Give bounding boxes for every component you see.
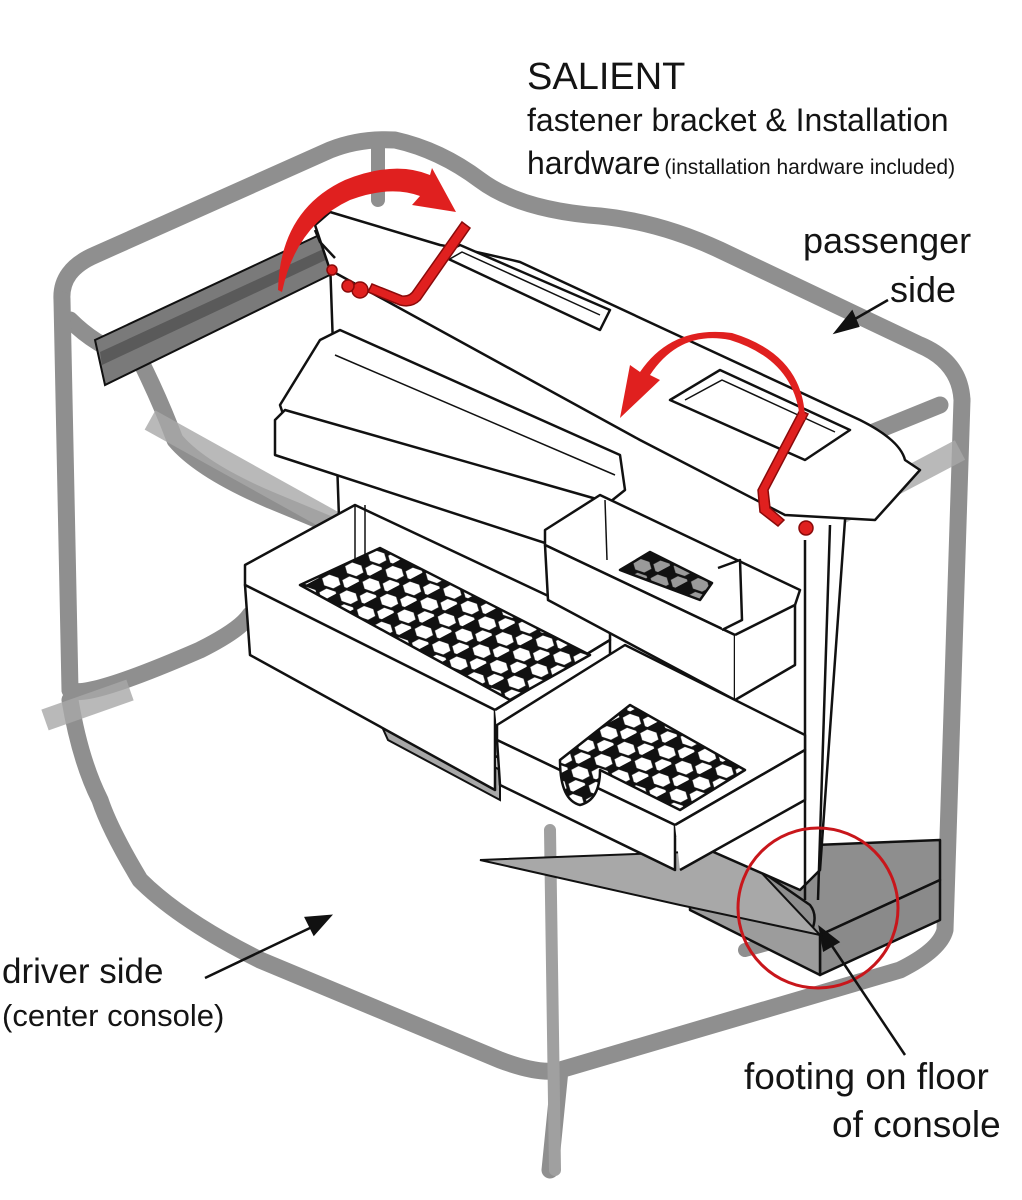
footing-label-line2: of console [832, 1104, 1001, 1145]
frame-left-back [53, 291, 79, 699]
driver-side-label-line2: (center console) [2, 998, 225, 1033]
footing-label-line1: footing on floor [744, 1056, 989, 1097]
driver-side-label-line1: driver side [2, 952, 164, 991]
callout-arrows [204, 298, 907, 1056]
product-subtitle-line2: hardware(installation hardware included) [527, 147, 955, 179]
long-bin [243, 503, 612, 792]
passenger-side-label-line1: passenger [803, 220, 972, 261]
frame-back-top [53, 131, 971, 409]
small-upper-bin-liner [618, 550, 714, 602]
bolt-right [798, 520, 814, 536]
hex-key-left [326, 220, 472, 307]
frame-left-bottom [61, 691, 569, 1080]
frame-right-front [541, 391, 971, 1179]
footing-highlight-circle [736, 826, 900, 990]
subtitle-hardware-text: hardware [527, 145, 661, 181]
lower-right-bin [495, 643, 807, 872]
hex-key-right [757, 409, 814, 536]
long-bin-liner [298, 546, 592, 702]
back-rail [93, 228, 342, 387]
rotation-arrow-left [278, 168, 456, 292]
subtitle-hardware-note: (installation hardware included) [664, 156, 956, 179]
footing-arrow [818, 925, 907, 1056]
driver-arrow [204, 914, 334, 980]
small-upper-bin [543, 493, 802, 702]
fastener-bracket [313, 210, 922, 522]
rotation-arrow-right [620, 331, 805, 420]
bracket-slot-2 [668, 368, 852, 462]
lower-right-bin-liner [558, 703, 747, 812]
product-title: SALIENT [527, 56, 686, 98]
passenger-side-label-line2: side [890, 269, 957, 310]
passenger-arrow [832, 298, 889, 335]
frame-center-post [544, 824, 561, 1176]
product-subtitle-line1: fastener bracket & Installation [527, 102, 949, 138]
frame-left-lower [61, 606, 259, 701]
